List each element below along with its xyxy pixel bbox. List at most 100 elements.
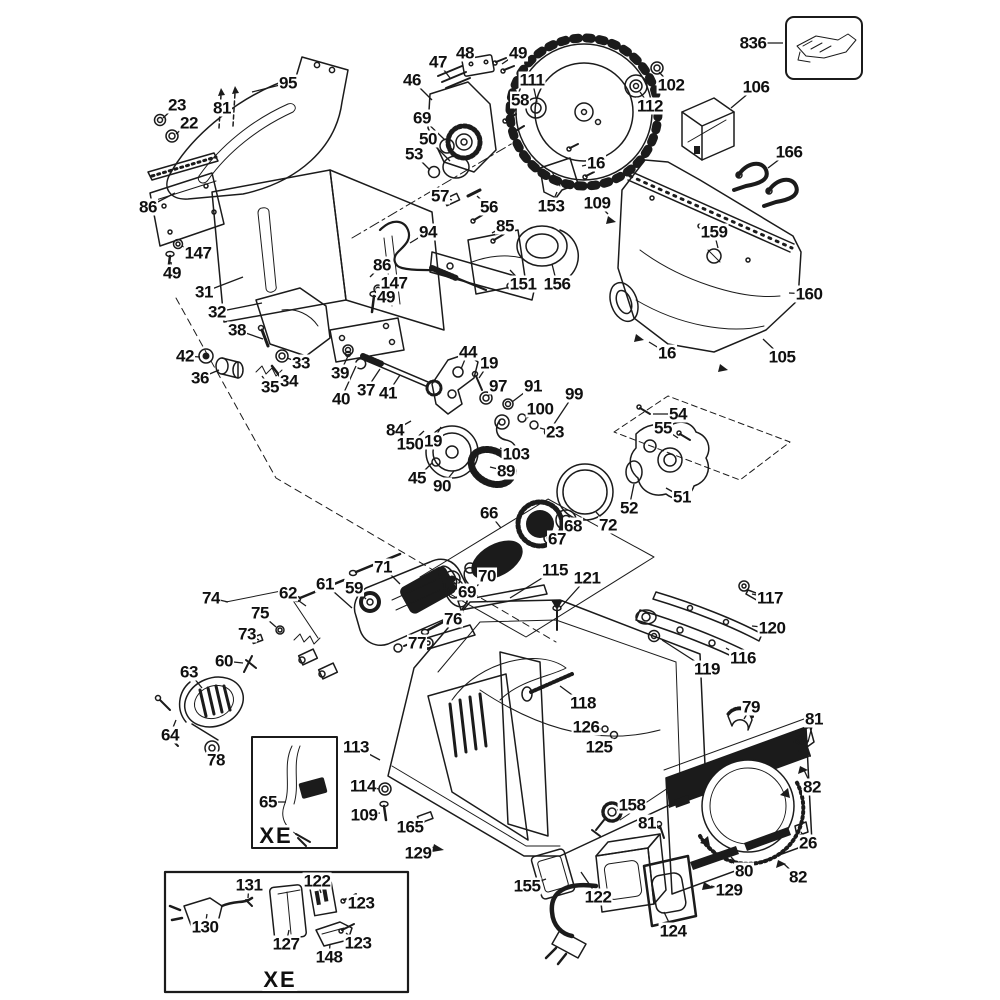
part-label-75: 75 <box>250 603 270 623</box>
part-label-65: 65 <box>258 792 278 812</box>
part-label-68: 68 <box>563 516 583 536</box>
part-label-114: 114 <box>349 776 377 796</box>
part-label-19: 19 <box>479 353 499 373</box>
part-label-61: 61 <box>315 574 335 594</box>
part-gearcase-46 <box>427 54 515 244</box>
part-label-37: 37 <box>356 380 376 400</box>
part-label-109: 109 <box>582 193 612 213</box>
part-label-158: 158 <box>617 795 647 815</box>
part-label-100: 100 <box>525 399 555 419</box>
part-label-160: 160 <box>794 284 824 304</box>
part-label-156: 156 <box>542 274 572 294</box>
part-washers-23-22 <box>153 113 179 143</box>
part-label-16: 16 <box>657 343 677 363</box>
part-label-23: 23 <box>167 95 187 115</box>
part-label-131: 131 <box>234 875 264 895</box>
part-label-26: 26 <box>798 833 818 853</box>
part-label-120: 120 <box>757 618 787 638</box>
part-label-94: 94 <box>418 222 438 242</box>
part-label-155: 155 <box>512 876 542 896</box>
part-label-23: 23 <box>545 422 565 442</box>
part-bevel-panel-80 <box>655 718 815 895</box>
part-hoses-166 <box>732 161 799 208</box>
part-label-81: 81 <box>212 98 232 118</box>
part-label-47: 47 <box>428 52 448 72</box>
part-label-42: 42 <box>175 346 195 366</box>
part-label-58: 58 <box>510 90 530 110</box>
part-label-76: 76 <box>443 609 463 629</box>
part-label-103: 103 <box>501 444 531 464</box>
part-label-67: 67 <box>547 529 567 549</box>
part-label-80: 80 <box>734 861 754 881</box>
part-label-86: 86 <box>138 197 158 217</box>
part-label-63: 63 <box>179 662 199 682</box>
part-label-99: 99 <box>564 384 584 404</box>
part-label-148: 148 <box>314 947 344 967</box>
part-label-31: 31 <box>194 282 214 302</box>
part-label-49: 49 <box>376 287 396 307</box>
part-label-34: 34 <box>279 371 299 391</box>
part-label-36: 36 <box>190 368 210 388</box>
part-label-122: 122 <box>583 887 613 907</box>
part-label-147: 147 <box>379 273 409 293</box>
part-label-16: 16 <box>586 153 606 173</box>
part-label-69: 69 <box>457 582 477 602</box>
part-label-117: 117 <box>756 588 784 608</box>
part-label-86: 86 <box>372 255 392 275</box>
part-label-39: 39 <box>330 363 350 383</box>
part-label-123: 123 <box>346 893 376 913</box>
part-label-151: 151 <box>508 274 538 294</box>
part-label-95: 95 <box>278 73 298 93</box>
part-label-125: 125 <box>584 737 614 757</box>
part-label-52: 52 <box>619 498 639 518</box>
part-label-45: 45 <box>407 468 427 488</box>
part-label-40: 40 <box>331 389 351 409</box>
part-label-19: 19 <box>423 431 443 451</box>
part-label-118: 118 <box>569 693 597 713</box>
part-label-74: 74 <box>201 588 221 608</box>
part-pulley-90-belt-89 <box>425 425 517 489</box>
part-label-126: 126 <box>571 717 601 737</box>
part-label-121: 121 <box>572 568 602 588</box>
part-label-166: 166 <box>774 142 804 162</box>
part-label-71: 71 <box>373 557 393 577</box>
part-label-122: 122 <box>302 871 332 891</box>
part-label-85: 85 <box>495 216 515 236</box>
part-label-81: 81 <box>804 709 824 729</box>
part-label-82: 82 <box>802 777 822 797</box>
part-label-51: 51 <box>672 487 692 507</box>
part-label-147: 147 <box>183 243 213 263</box>
part-label-70: 70 <box>477 566 497 586</box>
part-label-127: 127 <box>271 934 301 954</box>
part-label-111: 111 <box>518 70 546 90</box>
part-label-84: 84 <box>385 420 405 440</box>
part-label-55: 55 <box>653 418 673 438</box>
part-label-50: 50 <box>418 129 438 149</box>
part-label-115: 115 <box>541 560 569 580</box>
part-label-129: 129 <box>714 880 744 900</box>
part-label-62: 62 <box>278 583 298 603</box>
part-label-153: 153 <box>536 196 566 216</box>
part-label-77: 77 <box>407 633 427 653</box>
part-label-112: 112 <box>636 96 664 116</box>
part-label-41: 41 <box>378 383 398 403</box>
part-label-56: 56 <box>479 197 499 217</box>
part-label-124: 124 <box>658 921 688 941</box>
part-label-59: 59 <box>344 578 364 598</box>
part-label-XE: XE <box>262 967 298 992</box>
part-switch-122-124 <box>530 833 698 966</box>
part-label-49: 49 <box>162 263 182 283</box>
part-label-38: 38 <box>227 320 247 340</box>
part-label-106: 106 <box>741 77 771 97</box>
part-label-129: 129 <box>403 843 433 863</box>
part-label-105: 105 <box>767 347 797 367</box>
part-label-32: 32 <box>207 302 227 322</box>
part-label-69: 69 <box>412 108 432 128</box>
part-label-46: 46 <box>402 70 422 90</box>
part-label-97: 97 <box>488 376 508 396</box>
part-label-89: 89 <box>496 461 516 481</box>
part-label-64: 64 <box>160 725 180 745</box>
part-box-106 <box>681 97 735 161</box>
